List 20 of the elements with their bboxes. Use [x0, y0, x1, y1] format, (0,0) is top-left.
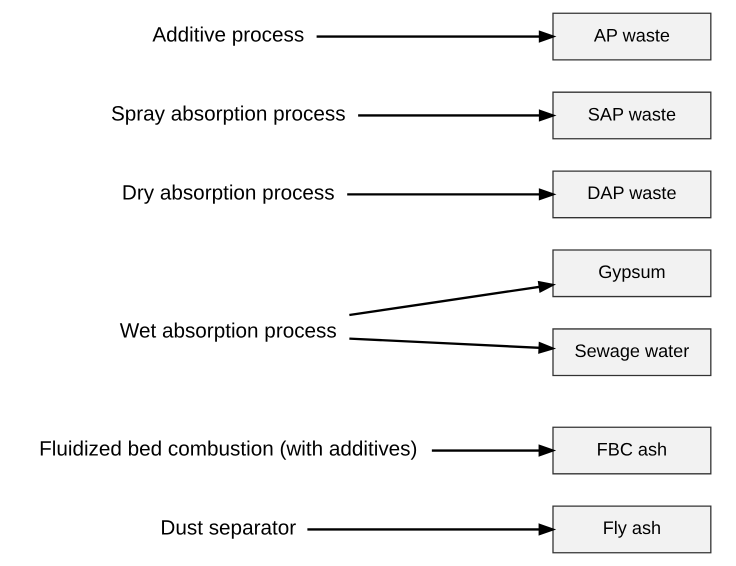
arrow: [347, 188, 556, 201]
arrow: [307, 523, 556, 536]
node-box: Sewage water: [552, 328, 712, 376]
node-box: Fly ash: [552, 506, 712, 554]
node-box: AP waste: [552, 12, 712, 60]
arrow: [432, 444, 556, 457]
node-text: Fluidized bed combustion (with additives): [39, 437, 418, 460]
node-text: Dry absorption process: [122, 181, 335, 204]
arrow: [349, 337, 556, 354]
node-text: Wet absorption process: [120, 320, 337, 343]
arrow: [349, 280, 556, 316]
node-box: DAP waste: [552, 170, 712, 218]
node-text: Additive process: [152, 23, 304, 46]
arrow: [316, 30, 556, 43]
node-text: Spray absorption process: [110, 102, 346, 126]
node-box: FBC ash: [552, 426, 712, 474]
node-box: SAP waste: [552, 92, 712, 140]
arrow: [358, 109, 557, 122]
node-box: Gypsum: [552, 249, 712, 298]
node-text: Dust separator: [160, 516, 296, 540]
